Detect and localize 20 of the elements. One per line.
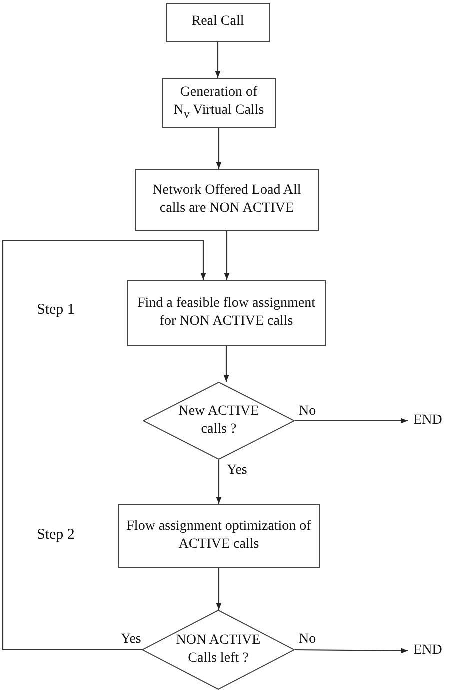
arrow bbox=[224, 231, 230, 280]
step-label: Step 1 bbox=[36, 302, 76, 319]
arrow bbox=[216, 128, 222, 169]
terminal-text: END bbox=[408, 412, 448, 430]
arrow bbox=[215, 42, 221, 78]
arrow bbox=[2, 240, 206, 651]
arrow bbox=[216, 460, 222, 504]
process-box: Flow assignment optimization of ACTIVE calls bbox=[118, 504, 320, 568]
arrow bbox=[295, 418, 408, 424]
arrow bbox=[224, 346, 230, 382]
process-box: Network Offered Load All calls are NON ACTIVE bbox=[135, 169, 319, 231]
process-box: Real Call bbox=[166, 3, 270, 42]
decision-diamond: NON ACTIVE Calls left ? bbox=[142, 610, 295, 690]
process-box: Find a feasible flow assignment for NON ACTIVE calls bbox=[127, 280, 326, 346]
arrow bbox=[216, 568, 222, 610]
process-box: Generation of N$_{v}$ Virtual Calls bbox=[162, 78, 276, 128]
decision-diamond: New ACTIVE calls ? bbox=[143, 382, 295, 460]
arrow bbox=[295, 648, 408, 654]
terminal-text: END bbox=[408, 642, 448, 660]
step-label: Step 2 bbox=[36, 527, 76, 544]
